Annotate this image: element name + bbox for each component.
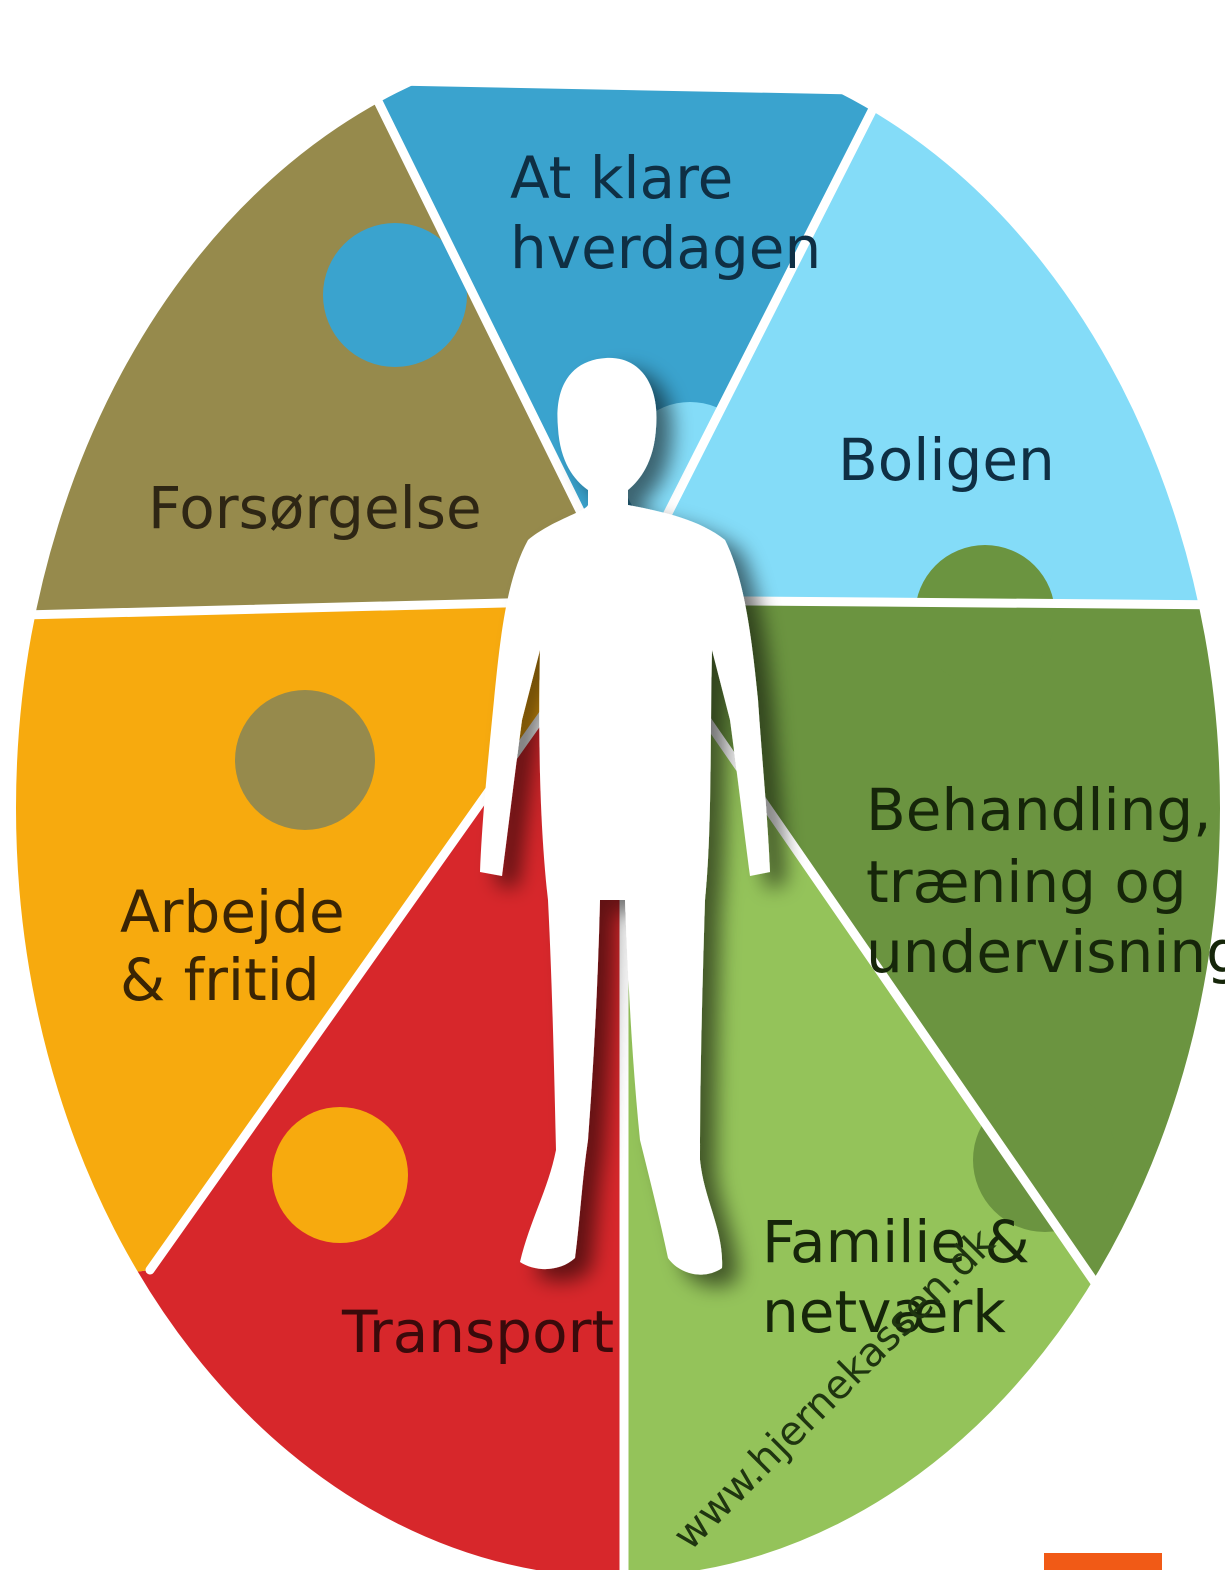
label-at-klare-hverdagen: At klare hverdagen [510, 144, 821, 282]
person-silhouette [480, 357, 770, 1275]
puzzle-knob-behandling [915, 545, 1055, 685]
label-transport: Transport [341, 1298, 614, 1366]
label-forsorgelse: Forsørgelse [148, 474, 482, 542]
label-arbejde: Arbejde & fritid [120, 878, 363, 1014]
puzzle-knob-transport [272, 1107, 408, 1243]
puzzle-knob-forsorgelse [323, 223, 467, 367]
puzzle-knob-familie [973, 1088, 1117, 1232]
label-familie: Familie & netværk [762, 1208, 1048, 1346]
label-behandling: Behandling, træning og undervisning [866, 776, 1225, 986]
puzzle-knob-arbejde [235, 690, 375, 830]
segments-group [13, 80, 1223, 1570]
ellipse-border [10, 33, 1225, 1570]
segment-arbejde [13, 600, 624, 1290]
corner-tab [1044, 1553, 1162, 1570]
segment-at-klare-hverdagen [370, 85, 880, 600]
label-boligen: Boligen [838, 426, 1055, 494]
